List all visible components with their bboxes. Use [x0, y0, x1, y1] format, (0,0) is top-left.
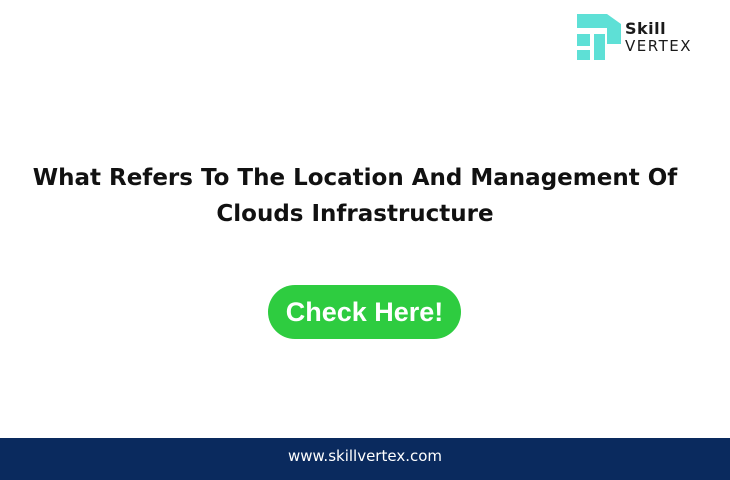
logo-word-skill: Skill	[625, 19, 667, 38]
logo-wordmark: Skill VERTEX	[625, 21, 692, 54]
logo-word-vertex: VERTEX	[625, 37, 692, 55]
skillvertex-logo-icon	[577, 14, 621, 60]
page-title: What Refers To The Location And Manageme…	[0, 160, 710, 232]
check-here-button[interactable]: Check Here!	[268, 285, 461, 339]
skillvertex-logo: Skill VERTEX	[577, 14, 701, 62]
footer-bar: www.skillvertex.com	[0, 438, 730, 480]
website-link[interactable]: www.skillvertex.com	[288, 447, 442, 465]
title-line-2: Clouds Infrastructure	[216, 201, 494, 227]
title-line-1: What Refers To The Location And Manageme…	[32, 165, 678, 191]
